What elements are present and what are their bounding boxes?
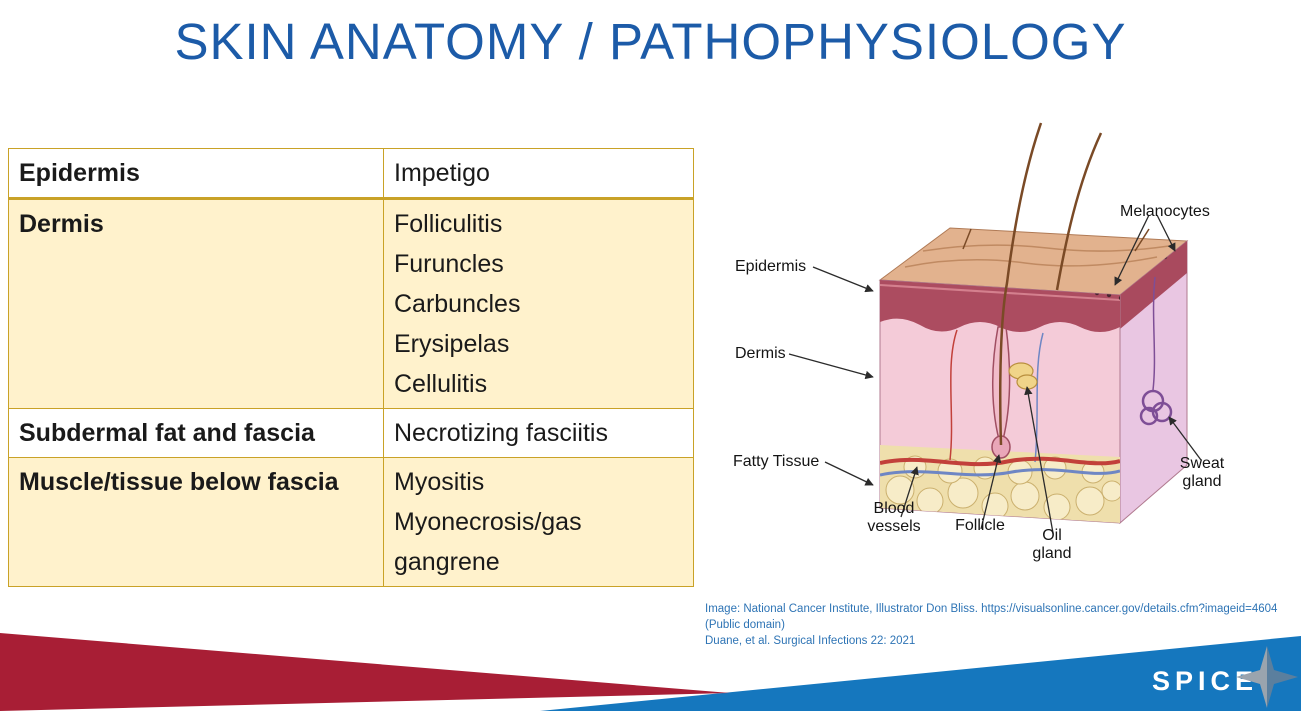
cell-layer-subdermal: Subdermal fat and fascia: [9, 409, 384, 457]
condition-item: Myositis: [394, 468, 485, 496]
spice-logo-text: SPICE: [1152, 666, 1259, 696]
condition-item: Folliculitis: [394, 210, 503, 238]
condition-item: Carbuncles: [394, 290, 521, 318]
label-oil-gland: Oil gland: [1032, 527, 1072, 562]
condition-item: Necrotizing fasciitis: [394, 419, 608, 447]
condition-item: Impetigo: [394, 159, 490, 187]
table-row: Dermis Folliculitis Furuncles Carbuncles…: [9, 199, 693, 408]
cell-layer-dermis: Dermis: [9, 200, 384, 408]
label-sweat-gland: Sweat gland: [1179, 455, 1225, 490]
cell-conditions-epidermis: Impetigo: [384, 149, 693, 197]
citation: Image: National Cancer Institute, Illust…: [705, 601, 1301, 649]
table-row: Muscle/tissue below fascia Myositis Myon…: [9, 457, 693, 586]
spice-star-icon: [1236, 646, 1298, 708]
cell-layer-muscle: Muscle/tissue below fascia: [9, 458, 384, 586]
cell-conditions-subdermal: Necrotizing fasciitis: [384, 409, 693, 457]
label-fatty-tissue: Fatty Tissue: [733, 453, 820, 470]
label-epidermis: Epidermis: [735, 258, 807, 275]
skin-layers-table: Epidermis Impetigo Dermis Folliculitis F…: [8, 148, 694, 587]
condition-item: Furuncles: [394, 250, 504, 278]
cell-conditions-muscle: Myositis Myonecrosis/gas gangrene: [384, 458, 693, 586]
condition-item: Erysipelas: [394, 330, 510, 358]
skin-diagram: Melanocytes Epidermis Dermis Fatty Tissu…: [705, 115, 1285, 605]
cell-layer-epidermis: Epidermis: [9, 149, 384, 197]
condition-item: Cellulitis: [394, 370, 488, 398]
cell-conditions-dermis: Folliculitis Furuncles Carbuncles Erysip…: [384, 200, 693, 408]
label-melanocytes: Melanocytes: [1120, 203, 1210, 220]
skin-diagram-illustration: [788, 122, 1202, 534]
citation-line-2: Duane, et al. Surgical Infections 22: 20…: [705, 635, 916, 647]
label-blood-vessels: Blood vessels: [867, 500, 921, 535]
table-row: Subdermal fat and fascia Necrotizing fas…: [9, 408, 693, 457]
footer-red-wedge: [0, 633, 730, 711]
label-follicle: Follicle: [955, 517, 1005, 534]
footer-blue-band: [540, 636, 1301, 711]
label-dermis: Dermis: [735, 345, 786, 362]
table-row: Epidermis Impetigo: [9, 149, 693, 199]
footer-decoration: [0, 633, 1301, 711]
citation-line-1: Image: National Cancer Institute, Illust…: [705, 603, 1278, 631]
page-title: SKIN ANATOMY / PATHOPHYSIOLOGY: [174, 13, 1127, 70]
condition-item: Myonecrosis/gas gangrene: [394, 508, 582, 576]
